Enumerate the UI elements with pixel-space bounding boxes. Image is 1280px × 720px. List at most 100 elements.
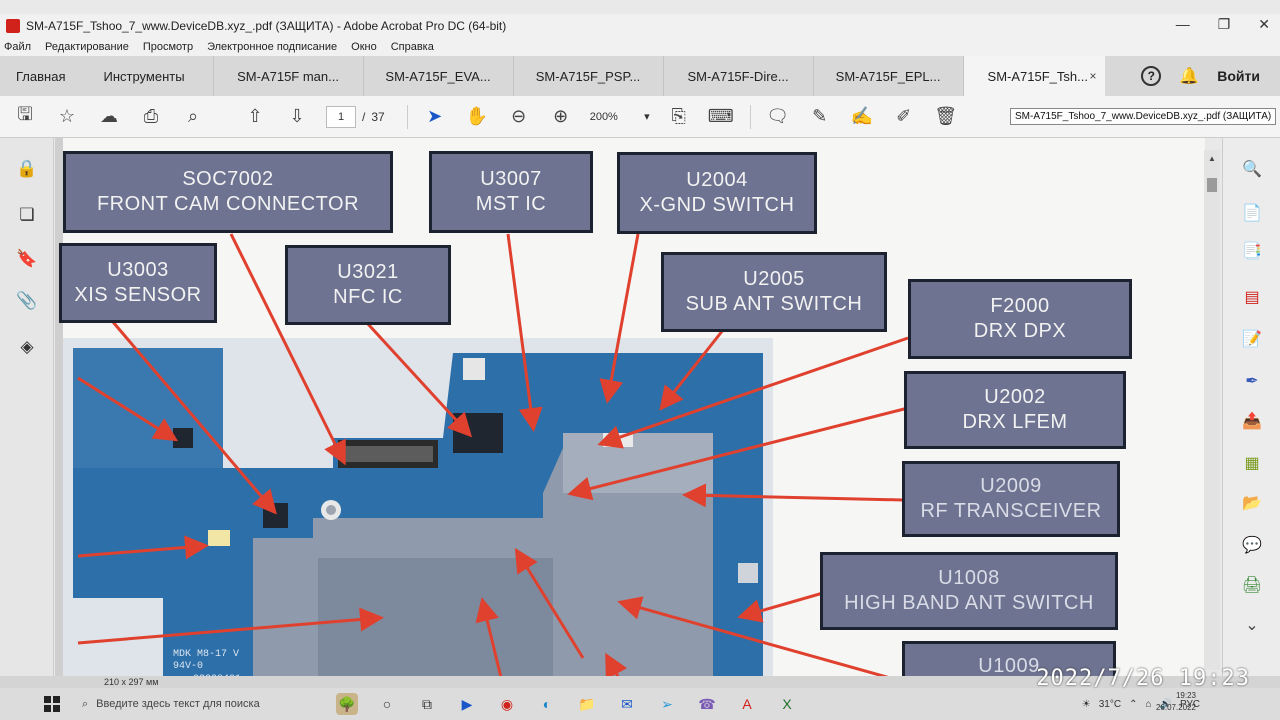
- explorer-icon[interactable]: 📁: [578, 695, 596, 712]
- doc-tab-3[interactable]: SM-A715F_PSP...: [512, 56, 663, 96]
- telegram-icon[interactable]: ➢: [661, 695, 673, 712]
- sign-in-button[interactable]: Войти: [1217, 68, 1260, 84]
- page-down-icon[interactable]: ⇩: [289, 106, 305, 126]
- label-u2009-line1: U2009: [980, 475, 1042, 497]
- attachment-icon[interactable]: 📎: [16, 291, 38, 310]
- cortana-icon[interactable]: ○: [382, 696, 392, 712]
- layers-icon[interactable]: ◈: [20, 337, 34, 356]
- document-view[interactable]: MDK M8-17 V 94V-0 03228401: [55, 138, 1205, 686]
- restore-icon[interactable]: ❐: [1217, 16, 1231, 32]
- chrome-icon[interactable]: ◉: [500, 695, 514, 712]
- page-fit-icon[interactable]: ⎘: [671, 106, 686, 126]
- page-number-input[interactable]: 1: [326, 105, 356, 128]
- sign-icon[interactable]: ✍: [850, 106, 873, 126]
- taskbar-clock[interactable]: 19:23 26.07.2022: [1156, 690, 1196, 714]
- pcb-left-section: [73, 348, 223, 468]
- scroll-up-icon[interactable]: ▲: [1208, 154, 1216, 163]
- weather-icon[interactable]: ☀: [1081, 698, 1091, 710]
- fill-sign-icon[interactable]: ✐: [896, 106, 912, 126]
- tray-chevron-icon[interactable]: ⌃: [1129, 698, 1138, 710]
- send-for-signature-icon[interactable]: 📤: [1242, 413, 1262, 430]
- keyboard-scroll-icon[interactable]: ⌨: [707, 106, 734, 126]
- doc-tab-2[interactable]: SM-A715F_EVA...: [362, 56, 513, 96]
- save-icon[interactable]: 🖫: [17, 103, 33, 124]
- excel-icon[interactable]: X: [782, 696, 792, 712]
- zoom-in-icon[interactable]: ⊕: [553, 106, 569, 126]
- highlight-pen-icon[interactable]: ✎: [812, 106, 828, 126]
- zoom-value: 200%: [589, 110, 618, 123]
- label-u1008-line1: U1008: [938, 567, 1000, 589]
- cloud-upload-icon[interactable]: ☁: [100, 106, 118, 126]
- doc-tab-4[interactable]: SM-A715F-Dire...: [662, 56, 813, 96]
- arrow-u2002: [567, 406, 909, 501]
- windows-start-icon[interactable]: [44, 696, 60, 712]
- menu-window[interactable]: Окно: [351, 41, 377, 53]
- page-separator: /: [362, 109, 366, 124]
- task-view-icon[interactable]: ⧉: [422, 695, 432, 712]
- taskbar-search[interactable]: ⌕ Введите здесь текст для поиска: [82, 692, 318, 716]
- doc-tab-5[interactable]: SM-A715F_EPL...: [812, 56, 963, 96]
- mail-icon[interactable]: ✉: [621, 695, 633, 712]
- edit-pdf-icon[interactable]: 📝: [1242, 331, 1262, 348]
- label-u2004-line1: U2004: [686, 169, 748, 191]
- language-indicator[interactable]: РУС: [1179, 698, 1200, 710]
- vertical-scrollbar[interactable]: ▲: [1204, 150, 1220, 670]
- arrow-f2000: [597, 336, 909, 449]
- help-icon[interactable]: ?: [1141, 66, 1162, 86]
- close-tab-icon[interactable]: ×: [1089, 69, 1097, 83]
- zoom-tool-icon[interactable]: 🔍: [1242, 161, 1262, 178]
- pages-icon[interactable]: ❏: [19, 205, 35, 224]
- bell-icon[interactable]: 🔔: [1179, 68, 1200, 85]
- doc-tab-1[interactable]: SM-A715F man...: [212, 56, 363, 96]
- acrobat-logo-icon: [6, 19, 20, 33]
- zoom-app-icon[interactable]: ▶: [461, 695, 473, 712]
- menu-view[interactable]: Просмотр: [142, 41, 194, 53]
- menu-esign[interactable]: Электронное подписание: [207, 41, 338, 53]
- acrobat-taskbar-icon[interactable]: A: [742, 696, 752, 712]
- menu-file[interactable]: Файл: [4, 41, 32, 53]
- label-u3021: U3021 NFC IC: [285, 245, 451, 325]
- tab-tooltip: SM-A715F_Tshoo_7_www.DeviceDB.xyz_.pdf (…: [1010, 108, 1277, 125]
- volume-icon[interactable]: 🔊: [1159, 698, 1172, 710]
- zoom-select[interactable]: 200% ▾: [590, 106, 650, 128]
- tab-tools[interactable]: Инструменты: [103, 68, 185, 84]
- export-pdf-icon[interactable]: 📄: [1242, 205, 1262, 222]
- scrollbar-thumb[interactable]: [1207, 178, 1217, 192]
- create-pdf-icon[interactable]: 📑: [1242, 243, 1262, 260]
- share-icon[interactable]: 📂: [1242, 495, 1262, 512]
- bookmark-icon[interactable]: 🔖: [16, 249, 38, 268]
- fill-sign-tool-icon[interactable]: ✒: [1245, 373, 1259, 390]
- network-icon[interactable]: ⌂: [1145, 698, 1152, 710]
- compare-icon[interactable]: ▦: [1244, 455, 1260, 472]
- star-icon[interactable]: ☆: [58, 106, 76, 126]
- hand-tool-icon[interactable]: ✋: [465, 106, 488, 126]
- zoom-search-icon[interactable]: ⌕: [187, 106, 199, 126]
- doc-tab-active[interactable]: SM-A715F_Tsh... ×: [962, 56, 1105, 96]
- edge-icon[interactable]: ◐: [542, 696, 552, 712]
- news-widget-icon[interactable]: 🌳: [336, 693, 358, 715]
- label-f2000: F2000 DRX DPX: [908, 279, 1132, 359]
- print-production-icon[interactable]: 🖨: [1241, 577, 1263, 594]
- menu-help[interactable]: Справка: [390, 41, 434, 53]
- more-tools-icon[interactable]: ⌄: [1245, 617, 1259, 634]
- page-up-icon[interactable]: ⇧: [247, 106, 263, 126]
- comment-icon[interactable]: 🗨: [766, 106, 790, 126]
- minimize-icon[interactable]: —: [1175, 16, 1190, 32]
- zoom-out-icon[interactable]: ⊖: [511, 106, 527, 126]
- arrow-u1009: [617, 596, 909, 685]
- label-soc7002: SOC7002 FRONT CAM CONNECTOR: [63, 151, 393, 233]
- viber-icon[interactable]: ☎: [698, 695, 716, 712]
- close-window-icon[interactable]: ✕: [1258, 16, 1270, 32]
- organize-pages-icon[interactable]: ▤: [1244, 289, 1260, 306]
- select-cursor-icon[interactable]: ➤: [427, 106, 443, 126]
- search-icon: ⌕: [82, 697, 89, 710]
- lock-icon[interactable]: 🔒: [16, 159, 38, 178]
- label-u2005: U2005 SUB ANT SWITCH: [661, 252, 887, 332]
- label-u2009: U2009 RF TRANSCEIVER: [902, 461, 1120, 537]
- print-icon[interactable]: ⎙: [143, 106, 159, 126]
- menu-edit[interactable]: Редактирование: [45, 41, 129, 53]
- tab-home[interactable]: Главная: [16, 68, 66, 84]
- comment-tool-icon[interactable]: 💬: [1242, 537, 1262, 554]
- trash-icon[interactable]: 🗑: [934, 106, 958, 126]
- page-total: 37: [371, 109, 385, 124]
